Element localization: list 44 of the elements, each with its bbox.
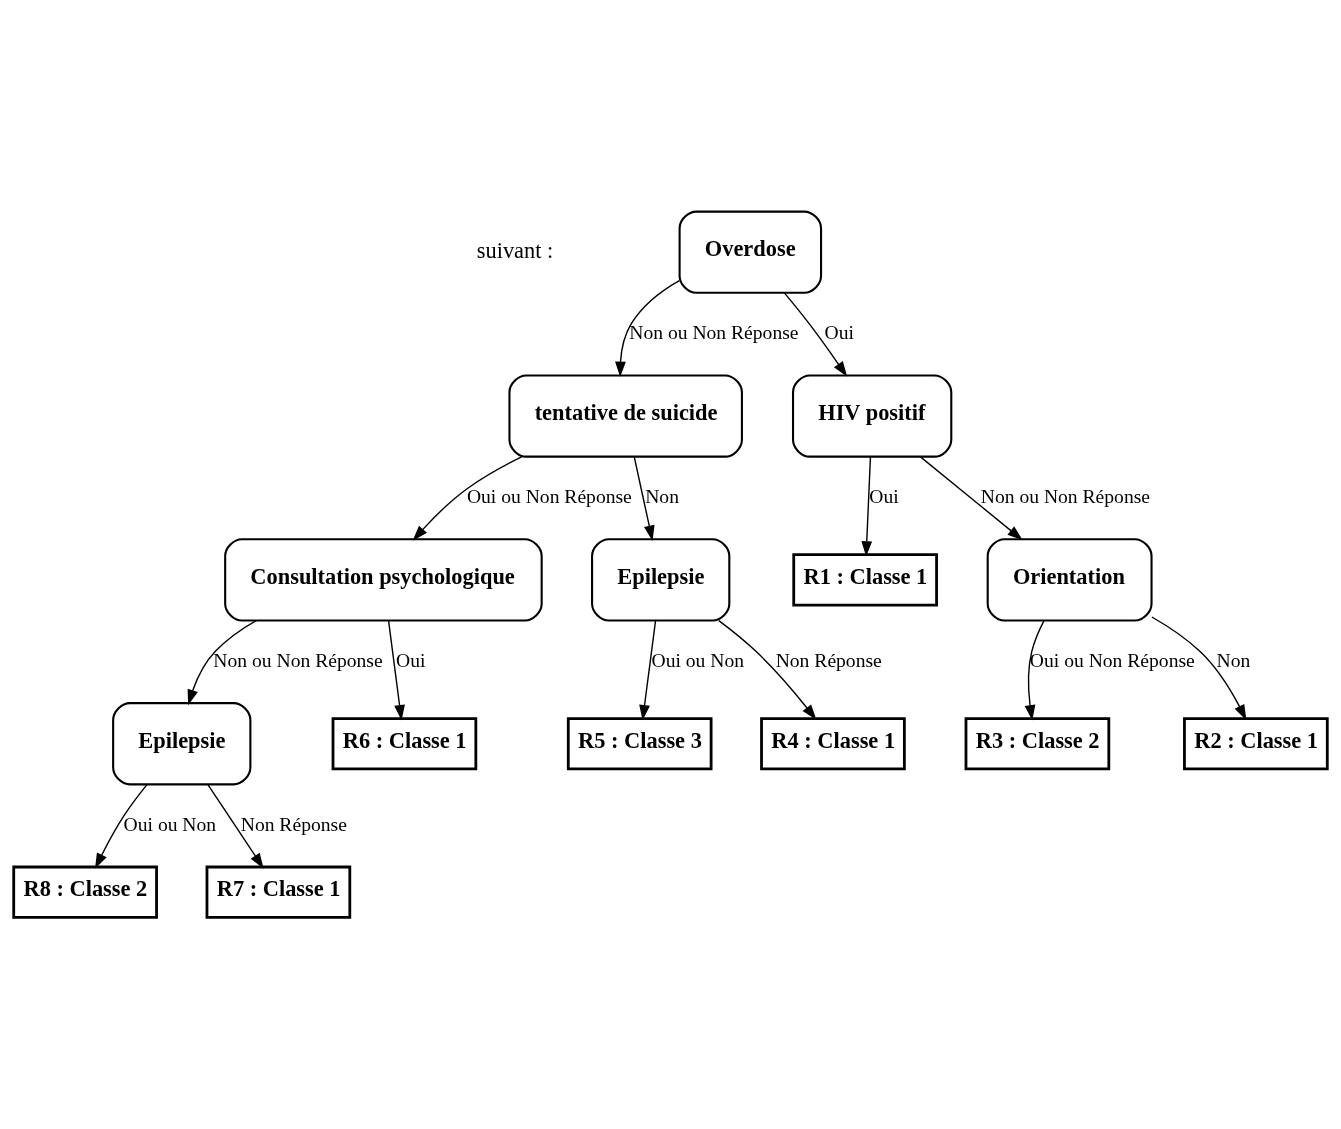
label: suivant : [476,237,554,263]
arrow [919,456,1023,541]
arrow [387,620,405,721]
node-box: R4 : Classe 1 [760,717,906,771]
node-box: Overdose [678,210,823,294]
edge-label: Oui ou Non [123,813,217,835]
node-box: R5 : Classe 3 [566,717,713,771]
edge-label: Oui [396,650,426,672]
arrow [718,619,817,720]
node-box: tentative de suicide [508,374,743,458]
arrow [861,456,873,557]
arrow [1024,619,1045,721]
edge-label: Oui [869,486,899,508]
arrow [615,279,680,378]
edge-label: Non Réponse [240,813,347,835]
edge-label: Oui ou Non Réponse [1029,650,1195,672]
arrow [95,783,148,869]
arrow [412,456,523,541]
node-box: R3 : Classe 2 [964,717,1111,771]
node-box: R1 : Classe 1 [792,553,938,607]
node-box: R6 : Classe 1 [331,717,478,771]
node-box: Consultation psychologique [224,538,543,622]
arrow [639,620,657,721]
node-box: R7 : Classe 1 [205,865,352,919]
node-box: R8 : Classe 2 [12,865,158,919]
arrow [783,292,848,377]
node-box: Epilepsie [591,538,731,622]
arrow [1151,616,1247,721]
edge-label: Non ou Non Réponse [213,650,383,672]
edge-label: Non ou Non Réponse [980,486,1151,508]
edge-label: Oui [824,322,854,344]
edge-label: Non Réponse [775,650,882,672]
node-box: Epilepsie [112,702,252,786]
edge-label: Non ou Non Réponse [629,322,799,344]
arrow [187,619,257,706]
edge-label: Oui ou Non Réponse [466,486,632,508]
arrow [207,783,264,869]
edge-label: Non [1216,650,1251,672]
node-box: R2 : Classe 1 [1183,717,1329,771]
edge-label: Non [645,486,679,508]
edge-label: Oui ou Non [651,650,745,672]
node-box: Orientation [986,538,1153,622]
node-box: HIV positif [792,374,953,458]
arrow [633,456,655,542]
